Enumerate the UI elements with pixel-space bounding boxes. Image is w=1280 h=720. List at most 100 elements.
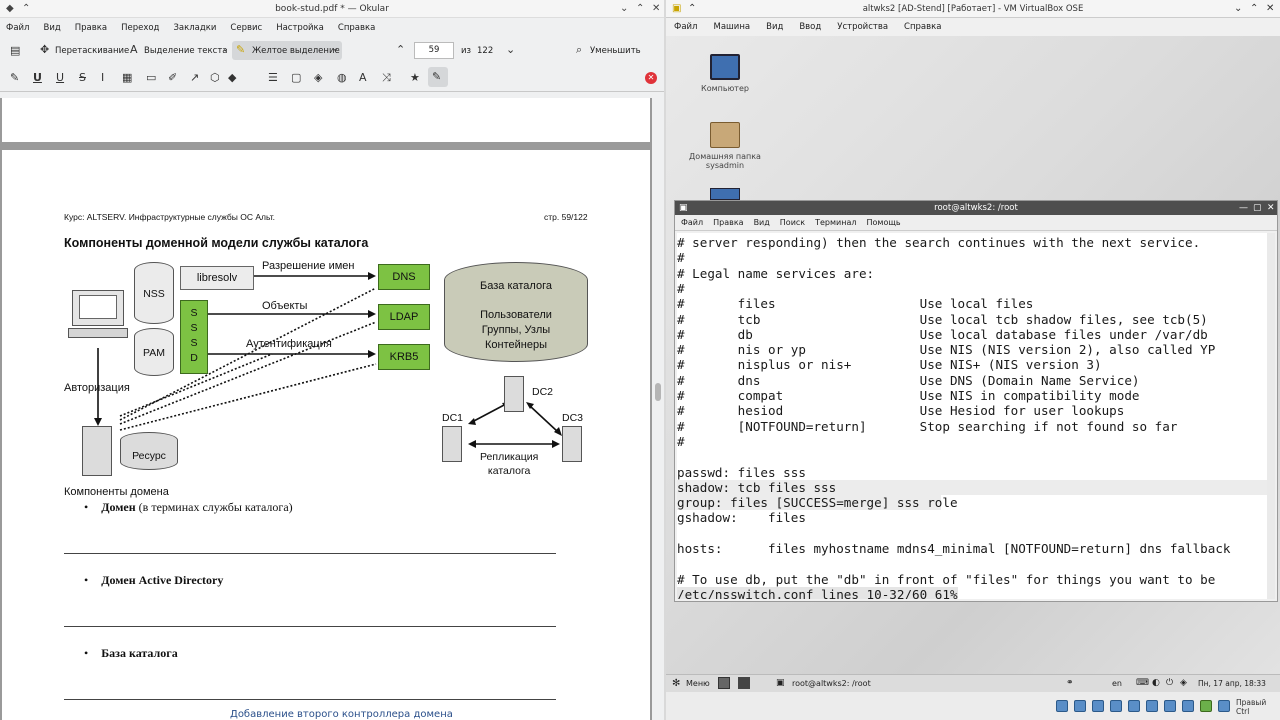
terminal-titlebar[interactable]: ▣ root@altwks2: /root — ▢ ✕: [675, 201, 1277, 215]
pen-icon[interactable]: ✎: [10, 71, 20, 84]
term-menu-terminal[interactable]: Терминал: [815, 218, 857, 227]
align-icon[interactable]: ☰: [268, 71, 278, 84]
text-select-button[interactable]: Выделение текста: [144, 46, 228, 56]
document-view[interactable]: Курс: ALTSERV. Инфраструктурные службы О…: [0, 98, 652, 720]
vb-menu-input[interactable]: Ввод: [799, 22, 822, 32]
minimize-icon[interactable]: ⌄: [620, 3, 629, 14]
display-icon[interactable]: [1164, 700, 1176, 712]
pin-button[interactable]: ✎: [428, 67, 448, 87]
freehand-icon[interactable]: ✐: [168, 71, 178, 84]
close-icon[interactable]: ✕: [652, 3, 661, 14]
optical-drive-icon[interactable]: [1074, 700, 1086, 712]
zoom-out-icon[interactable]: ⌕: [576, 43, 583, 56]
page-number-input[interactable]: 59: [414, 42, 454, 59]
underline-icon[interactable]: U: [33, 71, 42, 84]
font-icon[interactable]: A: [359, 71, 367, 84]
keyboard-icon[interactable]: ⌨: [1136, 678, 1149, 688]
cpu-icon[interactable]: [1200, 700, 1212, 712]
start-menu-icon[interactable]: ✻: [672, 678, 681, 689]
menu-help[interactable]: Справка: [337, 23, 376, 33]
menu-file[interactable]: Файл: [6, 23, 30, 33]
vb-menu-machine[interactable]: Машина: [713, 22, 751, 32]
drag-tool-button[interactable]: Перетаскивание: [55, 46, 130, 56]
squiggly-icon[interactable]: U: [56, 71, 65, 84]
network-adapter-icon[interactable]: [1110, 700, 1122, 712]
opacity-icon[interactable]: ◍: [337, 71, 347, 84]
term-menu-view[interactable]: Вид: [753, 218, 770, 227]
taskbar-task-terminal[interactable]: root@altwks2: /root: [792, 679, 871, 688]
sidebar-toggle-icon[interactable]: ▤: [10, 44, 21, 57]
keep-above-icon[interactable]: ⌃: [22, 3, 31, 14]
star-icon[interactable]: ★: [410, 71, 420, 84]
menu-tools[interactable]: Сервис: [230, 23, 263, 33]
note-icon[interactable]: ▦: [122, 71, 133, 84]
maximize-icon[interactable]: ⌃: [636, 3, 645, 14]
next-page-icon[interactable]: ⌄: [506, 43, 516, 56]
vb-menu-view[interactable]: Вид: [766, 22, 784, 32]
terminal-output[interactable]: # server responding) then the search con…: [677, 233, 1269, 599]
minimize-icon[interactable]: ⌄: [1234, 3, 1243, 14]
strikeout-icon[interactable]: S: [79, 71, 86, 84]
keep-above-icon[interactable]: ⌃: [688, 3, 697, 14]
mouse-integration-icon[interactable]: [1218, 700, 1230, 712]
vb-menu-devices[interactable]: Устройства: [837, 22, 889, 32]
shared-folders-icon[interactable]: [1146, 700, 1158, 712]
menu-go[interactable]: Переход: [121, 23, 160, 33]
term-menu-search[interactable]: Поиск: [779, 218, 806, 227]
recording-icon[interactable]: [1182, 700, 1194, 712]
menu-settings[interactable]: Настройка: [276, 23, 324, 33]
line-icon[interactable]: ↗: [190, 71, 200, 84]
scrollbar-thumb[interactable]: [655, 383, 661, 401]
text-select-icon[interactable]: A: [130, 43, 138, 56]
desktop-icon-computer[interactable]: Компьютер: [680, 54, 770, 93]
volume-icon[interactable]: ◐: [1152, 678, 1160, 688]
previous-page-icon[interactable]: ⌃: [396, 43, 406, 56]
bottom-toc-link[interactable]: Добавление второго контроллера домена: [230, 709, 453, 720]
rectangle-icon[interactable]: ▢: [291, 71, 302, 84]
network-icon[interactable]: ⚭: [1066, 678, 1074, 688]
zoom-out-button[interactable]: Уменьшить: [590, 46, 641, 56]
chevron-down-icon[interactable]: ⌄: [222, 44, 229, 53]
vb-menu-file[interactable]: Файл: [674, 22, 698, 32]
term-menu-file[interactable]: Файл: [681, 218, 704, 227]
usb-icon[interactable]: [1128, 700, 1140, 712]
highlight-tool-button[interactable]: ✎ Желтое выделение ⌄: [232, 41, 342, 60]
term-menu-edit[interactable]: Правка: [713, 218, 744, 227]
close-icon[interactable]: ✕: [1267, 203, 1275, 213]
keyboard-layout-indicator[interactable]: en: [1112, 679, 1122, 688]
term-menu-help[interactable]: Помощь: [866, 218, 901, 227]
virtualbox-app-icon[interactable]: ▣: [672, 3, 682, 14]
inline-note-icon[interactable]: ▭: [146, 71, 157, 84]
color-icon[interactable]: ◈: [314, 71, 323, 84]
terminal-app-icon[interactable]: ▣: [679, 203, 688, 213]
menu-edit[interactable]: Правка: [74, 23, 108, 33]
okular-titlebar[interactable]: ◆ ⌃ book-stud.pdf * — Okular ⌄ ⌃ ✕: [0, 0, 664, 18]
audio-icon[interactable]: [1092, 700, 1104, 712]
desktop-icon-partial[interactable]: [710, 188, 740, 200]
maximize-icon[interactable]: ⌃: [1250, 3, 1259, 14]
stamp-icon[interactable]: ◆: [228, 71, 237, 84]
menu-view[interactable]: Вид: [43, 23, 61, 33]
power-icon[interactable]: ⏻: [1166, 678, 1174, 688]
typewriter-icon[interactable]: I: [101, 71, 105, 84]
clock[interactable]: Пн, 17 апр, 18:33: [1198, 679, 1266, 688]
shape-icon[interactable]: ⬡: [210, 71, 220, 84]
terminal-launcher-icon[interactable]: [738, 677, 750, 689]
hard-disk-icon[interactable]: [1056, 700, 1068, 712]
menu-bookmarks[interactable]: Закладки: [173, 23, 217, 33]
updates-icon[interactable]: ◈: [1180, 678, 1187, 688]
desktop-icon-home[interactable]: Домашняя папка sysadmin: [680, 122, 770, 170]
app-menu-icon[interactable]: ◆: [6, 3, 14, 14]
maximize-icon[interactable]: ▢: [1253, 203, 1262, 213]
close-annotation-toolbar-icon[interactable]: ✕: [645, 72, 657, 84]
minimize-icon[interactable]: —: [1239, 203, 1248, 213]
transform-icon[interactable]: ⤨: [382, 71, 391, 84]
close-icon[interactable]: ✕: [1266, 3, 1275, 14]
terminal-scrollbar[interactable]: [1267, 233, 1275, 599]
document-scrollbar[interactable]: [652, 98, 664, 720]
drag-tool-icon[interactable]: ✥: [40, 43, 50, 56]
start-menu-button[interactable]: Меню: [686, 679, 710, 688]
vb-menu-help[interactable]: Справка: [904, 22, 942, 32]
virtualbox-titlebar[interactable]: ▣ ⌃ altwks2 [AD-Stend] [Работает] - VM V…: [666, 0, 1280, 18]
show-desktop-icon[interactable]: [718, 677, 730, 689]
